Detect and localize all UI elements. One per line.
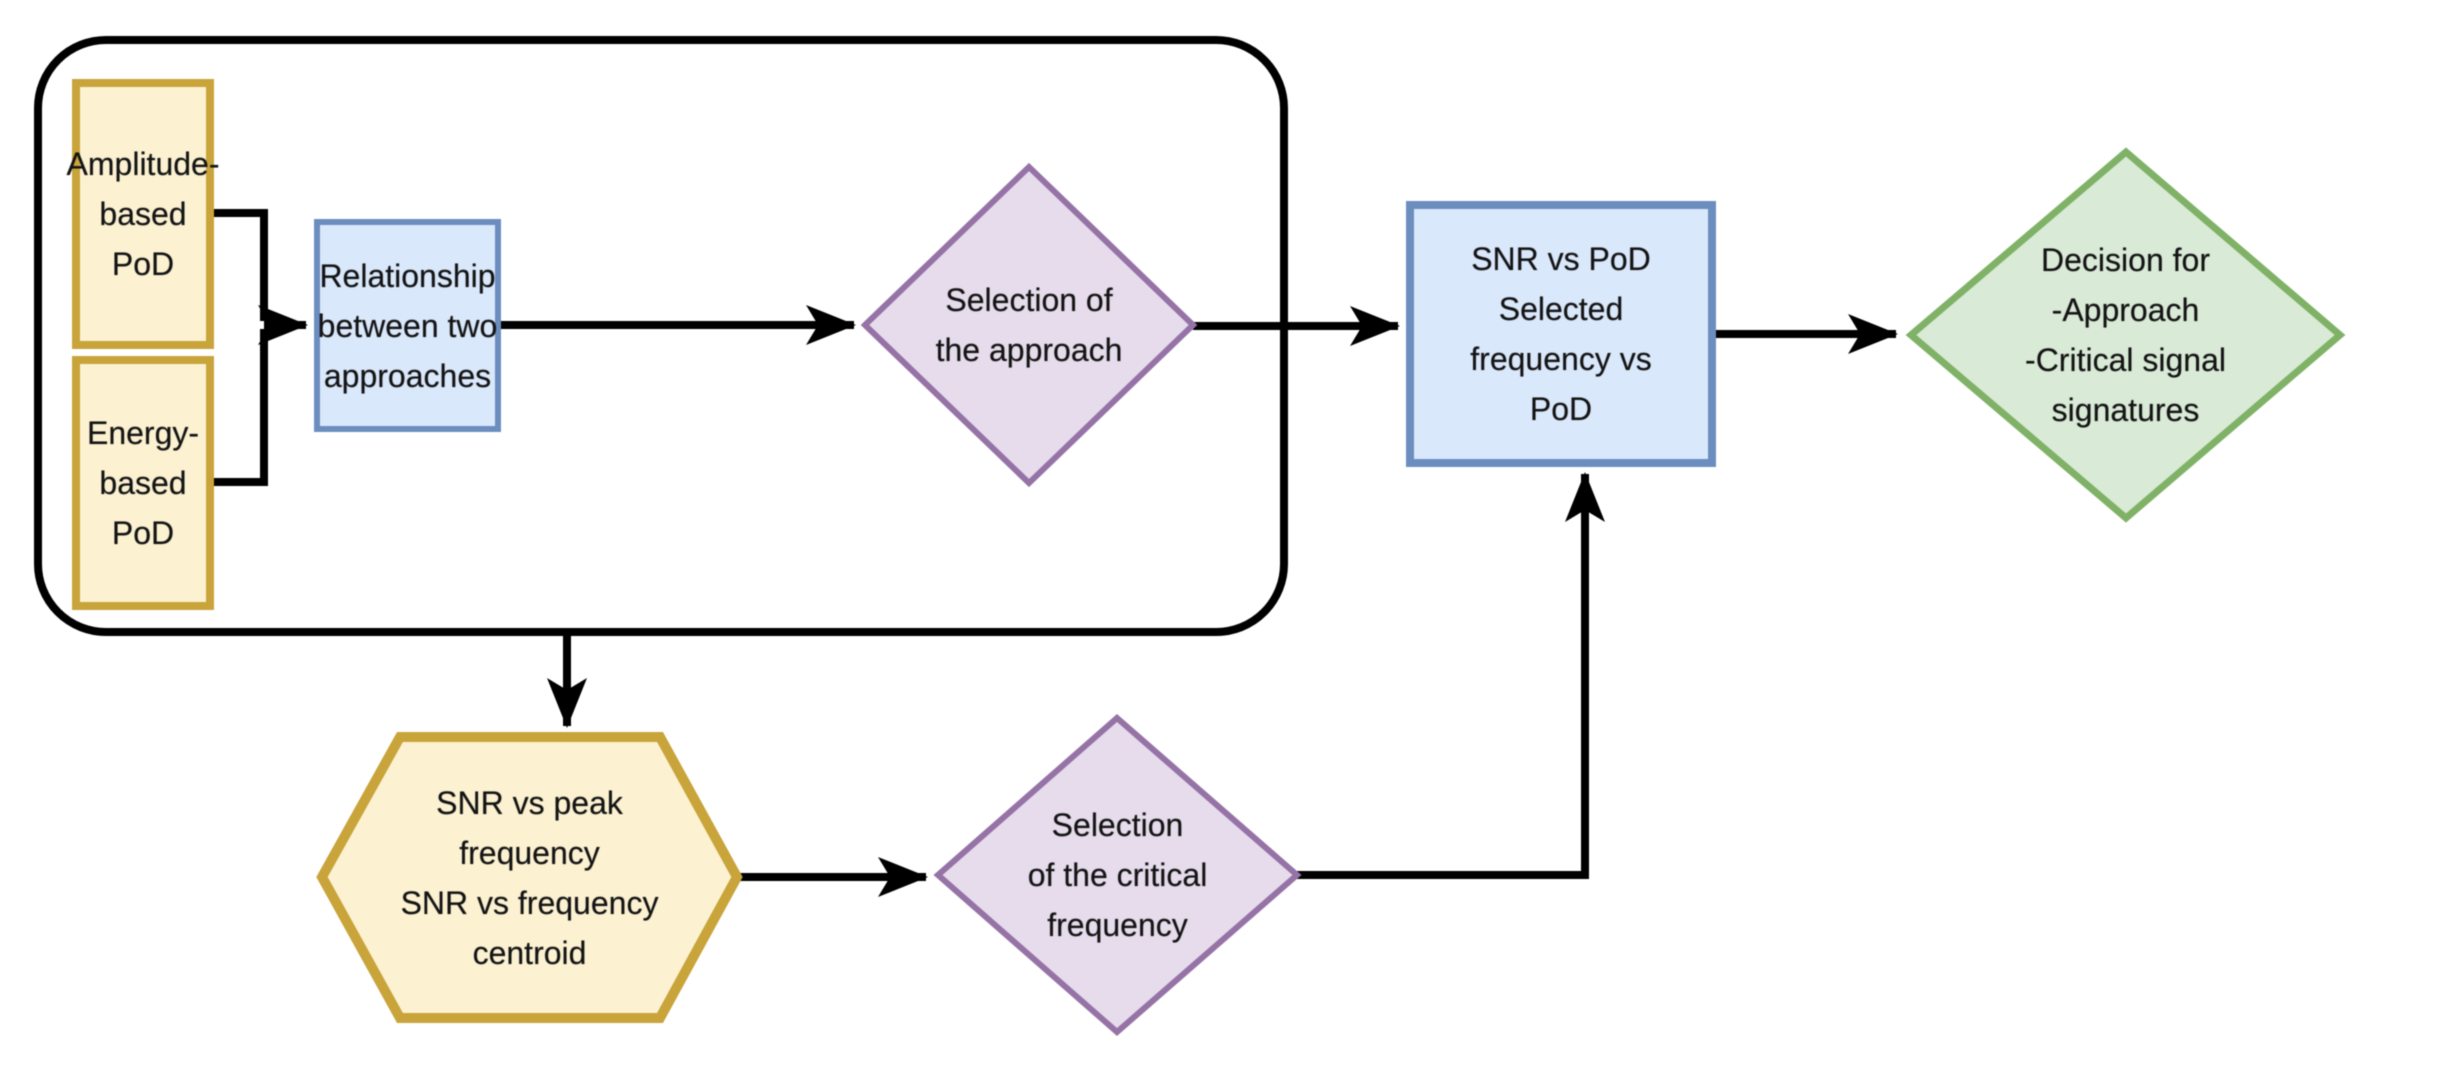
approach-selection-diamond — [860, 162, 1198, 488]
critical-frequency-diamond — [933, 714, 1302, 1036]
energy-pod-box — [72, 356, 214, 610]
relationship-box — [314, 219, 501, 432]
decision-diamond — [1905, 147, 2346, 523]
grouping-container-outline — [34, 36, 1288, 636]
edge-critical-frequency-to-snr-pod — [1297, 472, 1605, 879]
snr-pod-box — [1406, 201, 1716, 467]
amplitude-pod-box — [72, 79, 214, 349]
snr-frequency-hexagon — [316, 732, 743, 1023]
edge-energy-to-junction — [210, 329, 268, 486]
edge-amplitude-to-junction — [210, 209, 268, 321]
